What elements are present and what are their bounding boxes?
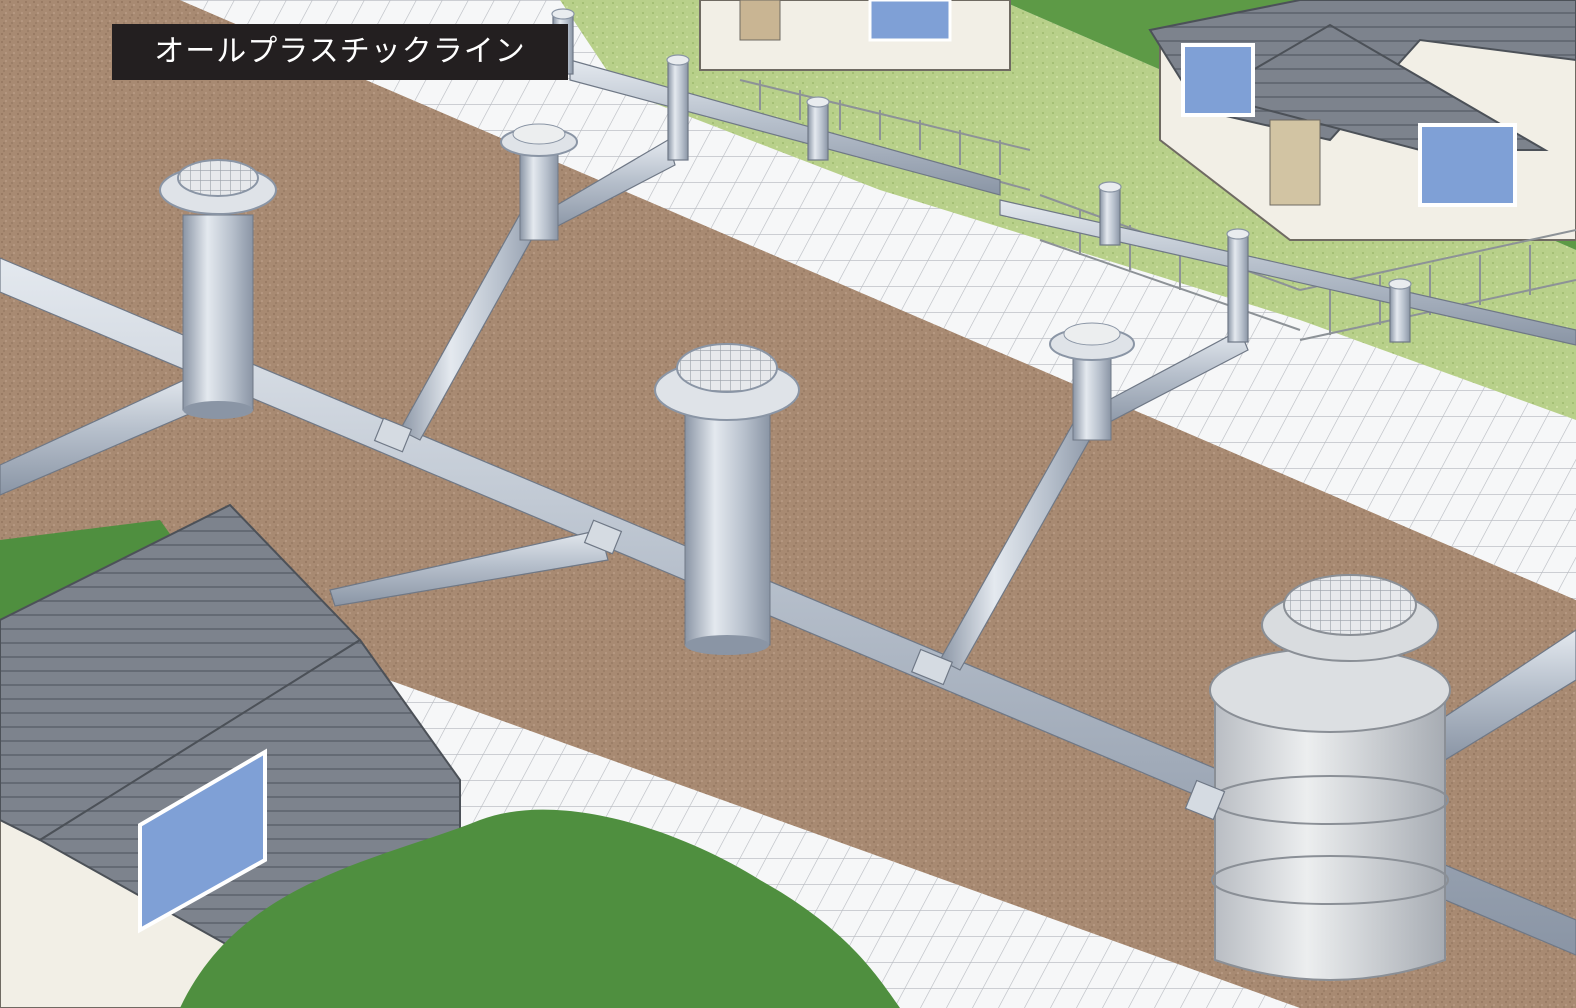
small-cap-right [1049, 322, 1135, 441]
riser-caps [551, 8, 1412, 290]
small-cap-upper [500, 123, 578, 241]
house-upper-left [699, 0, 1011, 71]
inspection-shaft-center [654, 343, 800, 655]
manhole-cover-icon [177, 159, 259, 197]
inspection-shaft-left [159, 159, 277, 419]
manhole-cover-icon [1283, 574, 1417, 636]
shrub-lower [180, 809, 900, 1008]
manhole-cover-icon [676, 343, 778, 393]
page-title: オールプラスチックライン [112, 24, 568, 80]
house-upper-right [1148, 0, 1576, 241]
inspection-chamber-icon [1209, 574, 1451, 981]
pipe-joints [373, 417, 1226, 821]
